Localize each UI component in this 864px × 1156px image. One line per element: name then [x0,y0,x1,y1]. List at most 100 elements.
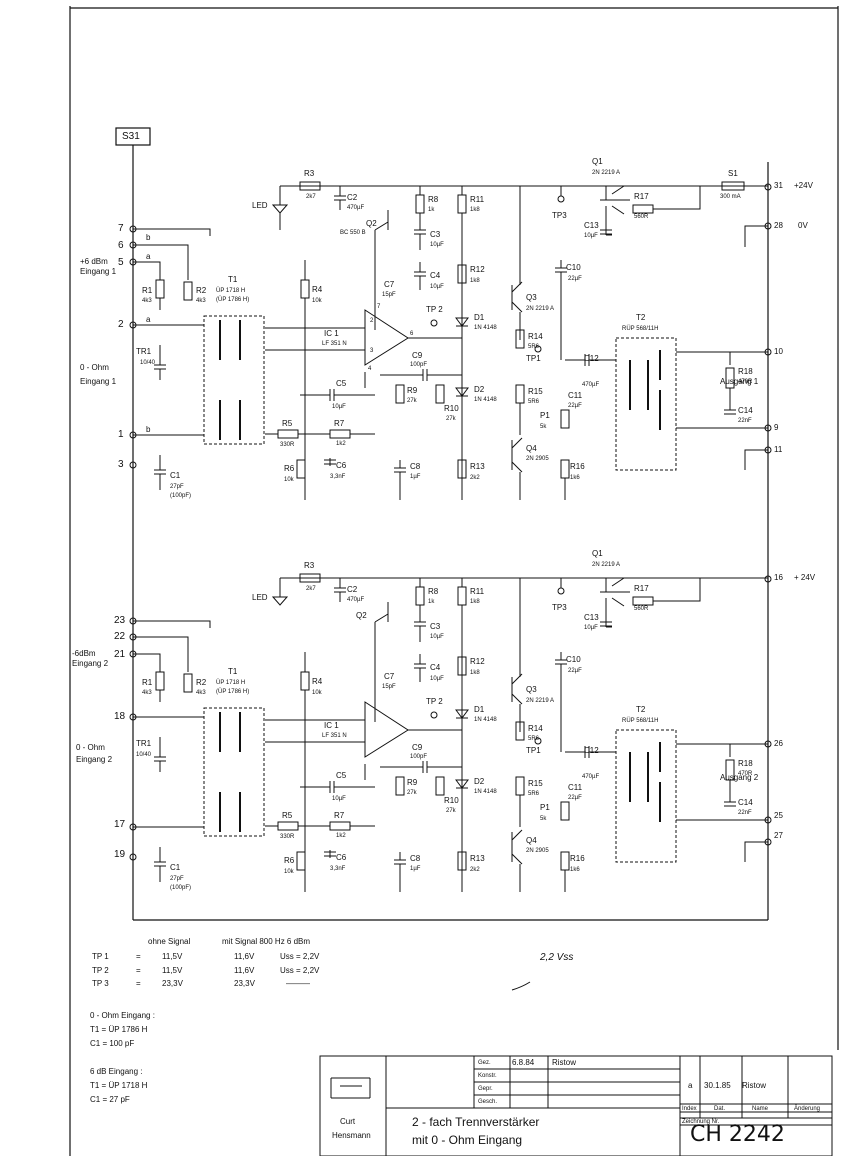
ic1-value: LF 351 N [322,733,347,739]
letter-a: a [146,252,151,261]
c3-name: C3 [430,622,441,631]
tp-row-no-signal: 11,5V [162,966,183,975]
tb-company-2: Hensmann [332,1131,371,1140]
t2-name: T2 [636,313,646,322]
c1-name: C1 [170,471,181,480]
ic1-pin-6: 6 [410,331,414,337]
tp3-label: TP3 [552,603,567,612]
r16-name: R16 [570,854,585,863]
t1-type: ÜP 1718 H [216,680,246,686]
tb-hdr-index: Index [682,1106,697,1112]
r18-value: 470R [738,771,753,777]
r6-value: 10k [284,477,294,483]
tp-row-signal: 11,6V [234,966,255,975]
q2-name: Q2 [356,611,367,620]
ic1-name: IC 1 [324,329,339,338]
c4-value: 10µF [430,284,444,290]
r17-value: 560R [634,214,649,220]
tb-hdr-name: Name [752,1106,769,1112]
r7-value: 1k2 [336,441,346,447]
pin-25: 25 [774,811,783,820]
r3-value: 2k7 [306,586,316,592]
c4-value: 10µF [430,676,444,682]
r4-name: R4 [312,677,323,686]
c14-value: 22nF [738,418,752,424]
c11-value: 22µF [568,403,582,409]
tp-row-label: TP 2 [92,966,109,975]
r9-value: 27k [407,790,417,796]
r9-name: R9 [407,778,418,787]
c11-value: 22µF [568,795,582,801]
q4-value: 2N 2905 [526,456,549,462]
tp3-label: TP3 [552,211,567,220]
c8-value: 1µF [410,866,421,872]
q1-name: Q1 [592,549,603,558]
ic1-pin-4: 4 [368,366,372,372]
c14-value: 22nF [738,810,752,816]
r11-name: R11 [470,195,485,204]
r14-name: R14 [528,724,543,733]
pin-16: 16 [774,573,783,582]
r10-value: 27k [446,808,456,814]
d2-value: 1N 4148 [474,789,497,795]
r9-value: 27k [407,398,417,404]
tr1-name: TR1 [136,739,152,748]
r4-value: 10k [312,298,322,304]
c2-value: 470µF [347,597,365,603]
tp-row-no-signal: 23,3V [162,979,183,988]
tb-hdr-dat: Dat. [714,1106,726,1112]
pin-17: 17 [114,819,126,830]
pin-27: 27 [774,831,783,840]
r10-value: 27k [446,416,456,422]
r16-name: R16 [570,462,585,471]
tp-row-uss: Uss = 2,2V [280,966,320,975]
ic1-pin-7: 7 [377,304,381,310]
r1-name: R1 [142,286,153,295]
c7-value: 15pF [382,684,396,690]
c1-alt-value: (100pF) [170,885,192,891]
pin-5: 5 [118,257,124,268]
r6-name: R6 [284,856,295,865]
r17-name: R17 [634,584,649,593]
tr1-name: TR1 [136,347,152,356]
r12-name: R12 [470,657,485,666]
handwritten-mark [511,981,531,991]
r5-name: R5 [282,419,293,428]
d1-value: 1N 4148 [474,717,497,723]
tp-row-eq: = [136,952,141,961]
tb-gepr-label: Gepr. [478,1086,493,1092]
tp2-label: TP 2 [426,697,443,706]
c6-value: 3,3nF [330,474,346,480]
c7-name: C7 [384,672,395,681]
p1-value: 5k [540,816,547,822]
pin-3: 3 [118,459,124,470]
r18-name: R18 [738,759,753,768]
ic1-pin-2: 2 [370,318,374,324]
r2-name: R2 [196,678,207,687]
letter-b: b [146,425,151,434]
q4-value: 2N 2905 [526,848,549,854]
supply-label: +24V [794,181,813,190]
r14-name: R14 [528,332,543,341]
r15-name: R15 [528,779,543,788]
ic1-name: IC 1 [324,721,339,730]
input-6db-label: +6 dBm [80,257,108,266]
r10-name: R10 [444,404,459,413]
d1-name: D1 [474,705,485,714]
r10-name: R10 [444,796,459,805]
tb-rev-name: Ristow [742,1081,767,1090]
d2-value: 1N 4148 [474,397,497,403]
t1-alt-type: (ÜP 1786 H) [216,297,250,303]
r11-value: 1k8 [470,207,480,213]
r5-value: 330R [280,442,295,448]
c8-name: C8 [410,854,421,863]
r17-name: R17 [634,192,649,201]
r11-value: 1k8 [470,599,480,605]
c14-name: C14 [738,798,753,807]
tb-subtitle: mit 0 - Ohm Eingang [412,1133,523,1147]
channel-2 [129,573,772,892]
p1-name: P1 [540,803,550,812]
c3-value: 10µF [430,634,444,640]
tb-gez-label: Gez. [478,1060,491,1066]
c7-value: 15pF [382,292,396,298]
